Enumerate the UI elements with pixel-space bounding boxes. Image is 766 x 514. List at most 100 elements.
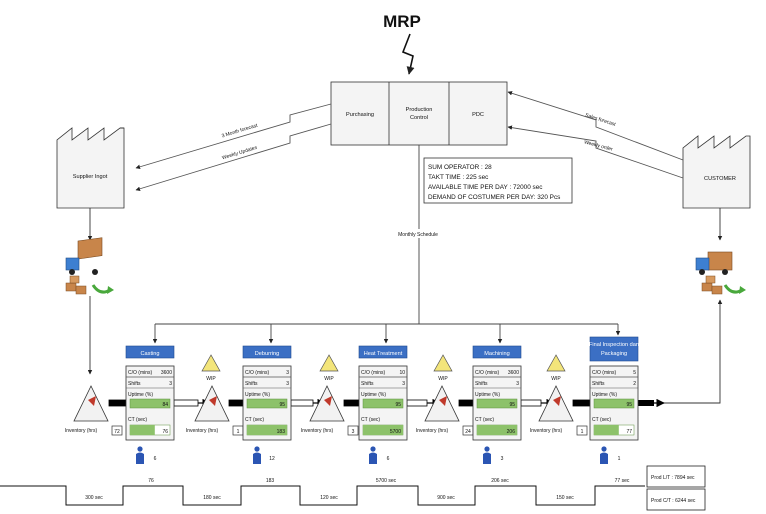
wip-triangle-icon bbox=[433, 354, 453, 372]
production-control-label-1: Production bbox=[406, 107, 433, 113]
push-arrow-segment bbox=[173, 399, 199, 407]
process-row-value: 2 bbox=[633, 381, 636, 387]
prod-lead-time: Prod L/T : 7894 sec bbox=[651, 475, 695, 481]
monthly-schedule-label: Monthly Schedule bbox=[398, 232, 438, 238]
process-row-label: Shifts bbox=[592, 381, 605, 387]
ct-value: 183 bbox=[277, 429, 286, 435]
push-arrow-segment bbox=[520, 399, 542, 407]
process-name: Machining bbox=[484, 351, 510, 357]
process-row-value: 3 bbox=[286, 381, 289, 387]
process-row-cell bbox=[358, 376, 408, 389]
wip-triangle-icon bbox=[319, 354, 339, 372]
ct-value: 5700 bbox=[390, 429, 401, 435]
supplier-label: Supplier Ingot bbox=[73, 174, 108, 180]
inventory-flag-icon bbox=[88, 396, 96, 406]
purchasing-label: Purchasing bbox=[346, 112, 374, 118]
process-row-label: C/O (mins) bbox=[245, 370, 270, 376]
process-header bbox=[358, 345, 408, 359]
ct-label: CT (sec) bbox=[361, 417, 380, 423]
pdc-label: PDC bbox=[472, 112, 484, 118]
supplier-factory-icon: Supplier Ingot bbox=[56, 127, 125, 209]
operator-icon bbox=[254, 446, 260, 452]
cycle-time-label: 5700 sec bbox=[376, 478, 397, 484]
push-arrow-segment bbox=[458, 399, 474, 407]
inventory-flag-icon bbox=[209, 396, 217, 406]
process-row-value: 3 bbox=[169, 381, 172, 387]
wip-label: WIP bbox=[551, 376, 561, 382]
process-row-label: C/O (mins) bbox=[475, 370, 500, 376]
uptime-bar bbox=[593, 398, 635, 409]
ct-bar bbox=[247, 425, 287, 435]
lead-time-label: 300 sec bbox=[85, 495, 103, 501]
inventory-triangle-icon bbox=[424, 385, 460, 422]
summary-box: Prod L/T : 7894 sec Prod C/T : 6244 sec bbox=[646, 465, 706, 511]
inventory-value-box bbox=[347, 425, 359, 436]
uptime-value: 95 bbox=[509, 402, 515, 408]
production-control-label-2: Control bbox=[410, 115, 428, 121]
process-header bbox=[125, 345, 175, 359]
process-row-label: Shifts bbox=[361, 381, 374, 387]
inventory-label: Inventory (hrs) bbox=[530, 428, 563, 434]
inventory-flag-icon bbox=[553, 396, 561, 406]
lead-time-label: 150 sec bbox=[556, 495, 574, 501]
operator-body-icon bbox=[369, 452, 377, 464]
process-row-label: Shifts bbox=[475, 381, 488, 387]
process-row-label: Shifts bbox=[128, 381, 141, 387]
process-row-value: 3600 bbox=[161, 370, 172, 376]
uptime-label: Uptime (%) bbox=[475, 392, 500, 398]
operator-count: 12 bbox=[269, 456, 275, 462]
process-header bbox=[472, 345, 522, 359]
inventory-label: Inventory (hrs) bbox=[416, 428, 449, 434]
cycle-time-label: 76 bbox=[148, 478, 154, 484]
ct-label: CT (sec) bbox=[245, 417, 264, 423]
ct-bar bbox=[130, 425, 155, 435]
operator-body-icon bbox=[483, 452, 491, 464]
push-arrow-segment bbox=[343, 399, 360, 407]
uptime-value: 84 bbox=[162, 402, 168, 408]
inventory-value: 24 bbox=[465, 429, 471, 435]
lead-time-label: 120 sec bbox=[320, 495, 338, 501]
inventory-flag-icon bbox=[439, 396, 447, 406]
inventory-label: Inventory (hrs) bbox=[186, 428, 219, 434]
operator-icon bbox=[137, 446, 143, 452]
info-takt-time: TAKT TIME : 225 sec bbox=[428, 174, 489, 181]
inventory-value: 72 bbox=[114, 429, 120, 435]
process-row-label: Shifts bbox=[245, 381, 258, 387]
process-row-label: C/O (mins) bbox=[592, 370, 617, 376]
uptime-label: Uptime (%) bbox=[361, 392, 386, 398]
inventory-value: 3 bbox=[352, 429, 355, 435]
process-name: Casting bbox=[141, 351, 160, 357]
supplier-truck-icon bbox=[65, 237, 114, 295]
operator-body-icon bbox=[600, 452, 608, 464]
wip-label: WIP bbox=[324, 376, 334, 382]
mrp-title: MRP bbox=[383, 12, 421, 31]
uptime-bar bbox=[362, 398, 404, 409]
inventory-value-box bbox=[576, 425, 588, 436]
push-arrow-segment bbox=[572, 399, 591, 407]
lead-time-label: 180 sec bbox=[203, 495, 221, 501]
process-row-cell bbox=[125, 376, 175, 389]
operator-body-icon bbox=[253, 452, 261, 464]
process-row-value: 10 bbox=[399, 370, 405, 376]
ct-value: 76 bbox=[162, 429, 168, 435]
process-row-cell bbox=[589, 376, 639, 389]
push-arrow-segment bbox=[638, 400, 654, 406]
ct-bar bbox=[594, 425, 619, 435]
wip-triangle-icon bbox=[546, 354, 566, 372]
uptime-label: Uptime (%) bbox=[245, 392, 270, 398]
process-header bbox=[589, 336, 639, 362]
operator-body-icon bbox=[136, 452, 144, 464]
push-arrow-segment bbox=[228, 399, 244, 407]
process-name: Packaging bbox=[601, 351, 627, 357]
production-control-box: Purchasing Production Control PDC bbox=[330, 81, 508, 146]
customer-label: CUSTOMER bbox=[704, 176, 736, 182]
uptime-bar bbox=[476, 398, 518, 409]
weekly-order-label: Weekly order bbox=[583, 139, 613, 152]
inventory-triangle-icon bbox=[194, 385, 230, 422]
process-row-value: 3 bbox=[286, 370, 289, 376]
